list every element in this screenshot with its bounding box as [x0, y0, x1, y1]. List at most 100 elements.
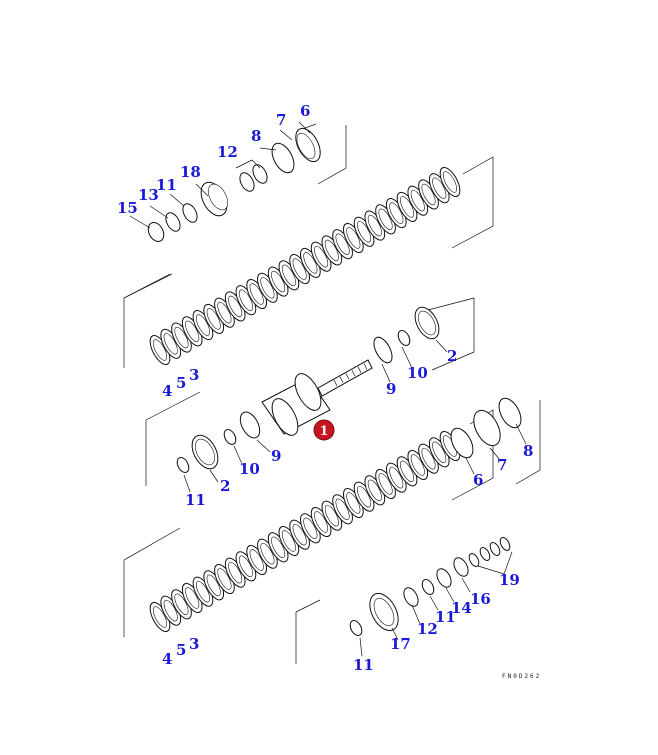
spacer-11-mid	[176, 457, 190, 473]
callout-7-right[interactable]: 7	[497, 456, 507, 474]
clutch-plate-upper-inner	[292, 258, 307, 280]
leader-line	[195, 183, 209, 197]
leader-line	[465, 457, 475, 475]
clutch-plate-lower-inner	[185, 587, 200, 609]
callout-10-upper[interactable]: 10	[407, 364, 428, 382]
callout-3-lower[interactable]: 3	[189, 635, 199, 653]
clutch-plate-upper-inner	[335, 233, 350, 255]
callout-11-top[interactable]: 11	[156, 176, 177, 194]
ring-9-upper	[373, 336, 393, 364]
clutch-plate-upper-inner	[346, 227, 361, 249]
leader-line	[461, 577, 471, 593]
shaft-spline	[333, 379, 338, 387]
callout-13[interactable]: 13	[138, 186, 159, 204]
callout-17[interactable]: 17	[390, 635, 411, 653]
callout-11-low-right[interactable]: 11	[435, 608, 456, 626]
callout-8-right[interactable]: 8	[523, 442, 533, 460]
clutch-plate-lower-inner	[367, 479, 382, 502]
parts-artwork	[123, 121, 541, 664]
callout-2-upper[interactable]: 2	[447, 347, 457, 365]
clutch-plate-upper-inner	[206, 308, 221, 330]
drum-end	[271, 398, 299, 436]
callout-6-top[interactable]: 6	[300, 102, 310, 120]
clutch-plate-lower-inner	[389, 466, 404, 489]
bracket-bottom-left	[295, 599, 321, 664]
leader-line	[256, 439, 271, 453]
callout-12-top[interactable]: 12	[217, 143, 238, 161]
clutch-plate-upper-inner	[238, 289, 253, 311]
clutch-plate-upper-inner	[389, 202, 404, 224]
bracket-right-lower	[515, 400, 541, 485]
clutch-plate-upper-inner	[152, 339, 168, 361]
callout-4-lower[interactable]: 4	[162, 650, 172, 668]
callout-5-upper[interactable]: 5	[176, 374, 186, 392]
clutch-plate-lower-inner	[238, 555, 253, 578]
clutch-plate-lower-inner	[335, 498, 350, 521]
main-part-number: 1	[319, 424, 328, 439]
plate-7	[473, 409, 501, 447]
clutch-plate-upper-inner	[228, 295, 243, 318]
pack-bracket-upper	[123, 156, 494, 368]
leader-line	[445, 587, 455, 603]
callout-2-lower[interactable]: 2	[220, 477, 230, 495]
callout-18[interactable]: 18	[180, 163, 201, 181]
callout-5-lower[interactable]: 5	[176, 641, 186, 659]
callout-8-top[interactable]: 8	[251, 127, 261, 145]
callout-4-upper[interactable]: 4	[162, 382, 172, 400]
callout-10-lower[interactable]: 10	[239, 460, 260, 478]
ring-19d	[499, 537, 511, 551]
shaft-spline	[339, 376, 344, 383]
leader-line	[149, 205, 169, 219]
leader-line	[401, 346, 413, 369]
callout-9-upper[interactable]: 9	[386, 380, 396, 398]
leader-line	[169, 193, 185, 207]
clutch-plate-upper-inner	[432, 177, 447, 199]
drum-mid	[294, 373, 322, 411]
spacer-11-right	[421, 579, 435, 595]
clutch-plate-lower-inner	[400, 460, 415, 483]
plate-6	[450, 427, 474, 459]
callout-16[interactable]: 16	[470, 590, 491, 608]
callout-3-upper[interactable]: 3	[189, 366, 199, 384]
nut-15	[147, 222, 165, 242]
leader-line	[209, 469, 219, 483]
clutch-plate-lower-inner	[292, 523, 307, 546]
callout-6-right[interactable]: 6	[473, 471, 483, 489]
callout-14[interactable]: 14	[451, 599, 472, 617]
callout-19[interactable]: 19	[499, 571, 520, 589]
callout-7-top[interactable]: 7	[276, 111, 286, 129]
ring-9-lower	[239, 411, 261, 439]
callout-15[interactable]: 15	[117, 199, 138, 217]
callout-9-lower[interactable]: 9	[271, 447, 281, 465]
clutch-plate-lower-inner	[281, 530, 296, 552]
shaft-spline	[357, 366, 362, 373]
clutch-plate-upper-inner	[410, 189, 425, 212]
clutch-plate-upper-inner	[421, 183, 436, 206]
callout-11-mid[interactable]: 11	[185, 491, 206, 509]
clutch-plate-lower-inner	[206, 574, 221, 597]
leader-line	[489, 447, 501, 461]
clutch-plate-upper-inner	[195, 314, 210, 336]
clutch-plate-upper-inner	[249, 283, 264, 305]
clutch-plate-lower-inner	[174, 593, 189, 616]
ring-19c	[489, 542, 501, 556]
clutch-plate-lower-inner	[249, 549, 264, 571]
clutch-plate-lower-inner	[314, 511, 329, 533]
clutch-plate-lower-inner	[432, 441, 447, 464]
shaft-spline	[351, 369, 356, 377]
clutch-plate-upper-inner	[185, 320, 200, 343]
callout-11-bottom[interactable]: 11	[353, 656, 374, 674]
leader-line	[503, 551, 513, 575]
leader-line	[183, 474, 191, 493]
callout-12-low[interactable]: 12	[417, 620, 438, 638]
shaft-spline	[345, 373, 350, 380]
leader-line	[391, 627, 399, 641]
leader-line	[279, 129, 293, 141]
snap-ring-8	[271, 142, 295, 174]
leader-line	[359, 637, 363, 657]
leader-line	[298, 121, 311, 134]
leader-line	[259, 147, 277, 151]
main-part-badge[interactable]: 1	[313, 419, 335, 441]
